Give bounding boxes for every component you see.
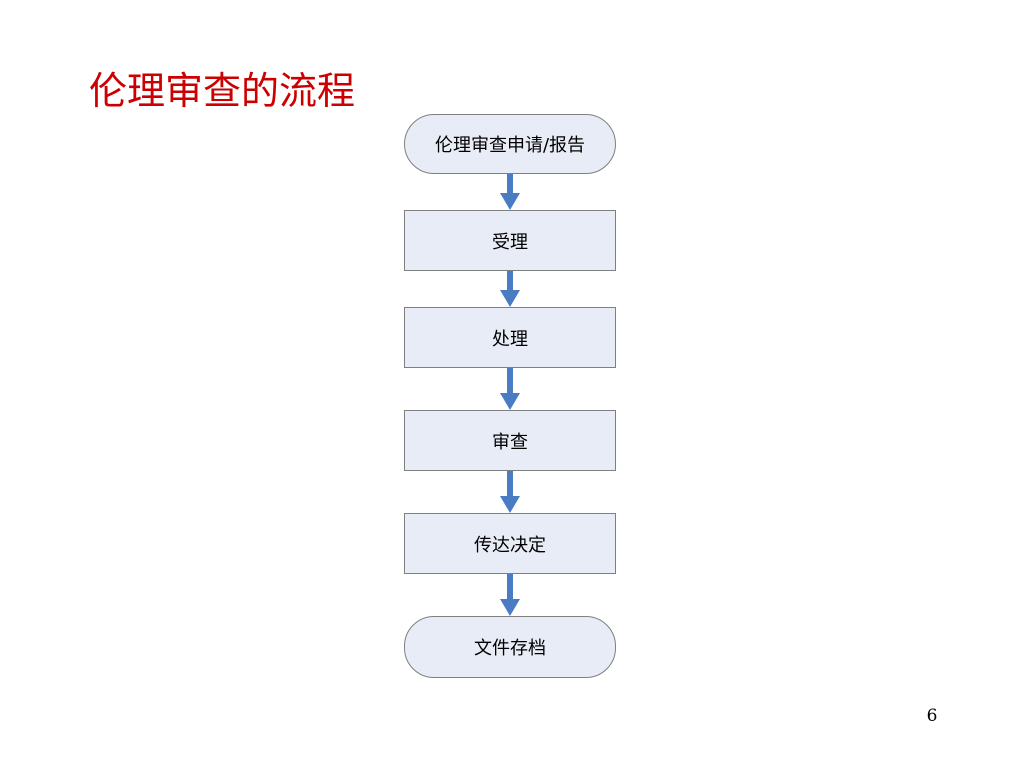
arrowhead	[500, 193, 520, 210]
arrowhead	[500, 290, 520, 307]
flow-node-process: 处理	[404, 307, 616, 368]
flow-node-start: 伦理审查申请/报告	[404, 114, 616, 174]
arrowhead	[500, 496, 520, 513]
edge-3	[500, 471, 520, 513]
flow-node-communicate-decision: 传达决定	[404, 513, 616, 574]
arrowhead	[500, 393, 520, 410]
flow-node-review: 审查	[404, 410, 616, 471]
edge-0	[500, 174, 520, 210]
edge-2	[500, 368, 520, 410]
flow-node-accept: 受理	[404, 210, 616, 271]
arrowhead	[500, 599, 520, 616]
page-number: 6	[926, 706, 938, 726]
edge-4	[500, 574, 520, 616]
slide-title: 伦理审查的流程	[89, 69, 356, 113]
edge-1	[500, 271, 520, 307]
flow-node-end: 文件存档	[404, 616, 616, 678]
